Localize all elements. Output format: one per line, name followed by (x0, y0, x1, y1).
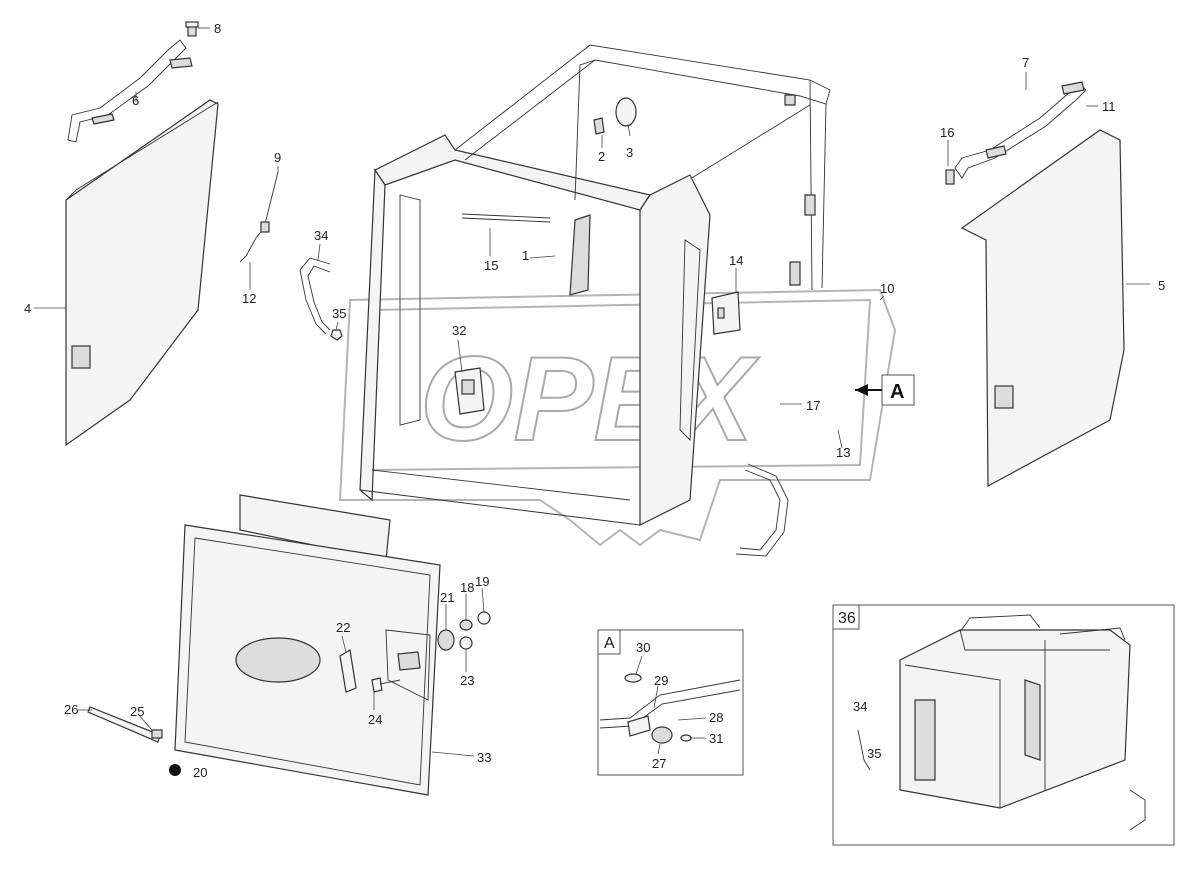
callout-11: 11 (1102, 99, 1116, 114)
callout-6: 6 (132, 93, 139, 108)
callout-2: 2 (598, 149, 605, 164)
handle-34 (299, 257, 331, 335)
callout-34: 34 (314, 228, 328, 243)
callout-27: 27 (652, 756, 666, 771)
callout-labels: 1 2 3 4 5 6 7 8 9 10 11 12 13 14 15 16 1… (24, 21, 1165, 780)
callout-3: 3 (626, 145, 633, 160)
inset-callout-34: 34 (853, 699, 867, 714)
detail-marker-a: A (855, 374, 915, 406)
inset-callout-35: 35 (867, 746, 881, 761)
callout-29: 29 (654, 673, 668, 688)
callout-12: 12 (242, 291, 256, 306)
callout-23: 23 (460, 673, 474, 688)
callout-20: 20 (193, 765, 207, 780)
callout-25: 25 (130, 704, 144, 719)
latch-handle-22 (339, 649, 357, 693)
knob-20 (169, 764, 181, 776)
callout-32: 32 (452, 323, 466, 338)
callout-21: 21 (440, 590, 454, 605)
inset-36: 36 34 35 (832, 604, 1175, 846)
callout-30: 30 (636, 640, 650, 655)
callout-13: 13 (836, 445, 850, 460)
washer-3 (615, 97, 637, 127)
screw-8 (185, 21, 199, 37)
callout-17: 17 (806, 398, 820, 413)
rod-9-12 (239, 171, 279, 263)
door-33 (174, 494, 441, 796)
bolt-24 (371, 677, 401, 693)
callout-28: 28 (709, 710, 723, 725)
bracket-32 (454, 367, 485, 415)
callout-9: 9 (274, 150, 281, 165)
callout-26: 26 (64, 702, 78, 717)
latch-parts (437, 611, 491, 651)
nut-16 (945, 169, 955, 185)
watermark: OPEX (338, 288, 897, 547)
plate-14 (711, 291, 741, 335)
callout-19: 19 (475, 574, 489, 589)
arm-25-26 (87, 706, 163, 743)
callout-14: 14 (729, 253, 743, 268)
side-panel-5 (960, 129, 1125, 488)
callout-22: 22 (336, 620, 350, 635)
bolt-2 (593, 117, 605, 135)
callout-4: 4 (24, 301, 31, 316)
nut-35 (330, 329, 343, 341)
hose-13 (735, 463, 789, 557)
leader-lines (34, 27, 1150, 757)
callout-8: 8 (214, 21, 221, 36)
callout-31: 31 (709, 731, 723, 746)
inset-36-title: 36 (838, 610, 856, 627)
callout-24: 24 (368, 712, 382, 727)
callout-33: 33 (477, 750, 491, 765)
callout-35: 35 (332, 306, 346, 321)
callout-16: 16 (940, 125, 954, 140)
callout-1: 1 (522, 248, 529, 263)
callout-18: 18 (460, 580, 474, 595)
detail-a-box: A (597, 629, 744, 776)
gas-strut-15 (461, 213, 551, 223)
cab-frame (359, 44, 831, 526)
callout-5: 5 (1158, 278, 1165, 293)
handle-7 (954, 81, 1087, 179)
detail-marker-a-label: A (890, 381, 904, 403)
detail-a-title: A (604, 635, 615, 652)
callout-7: 7 (1022, 55, 1029, 70)
side-panel-4 (65, 99, 219, 447)
callout-15: 15 (484, 258, 498, 273)
handle-6 (67, 39, 193, 143)
callout-10: 10 (880, 281, 894, 296)
